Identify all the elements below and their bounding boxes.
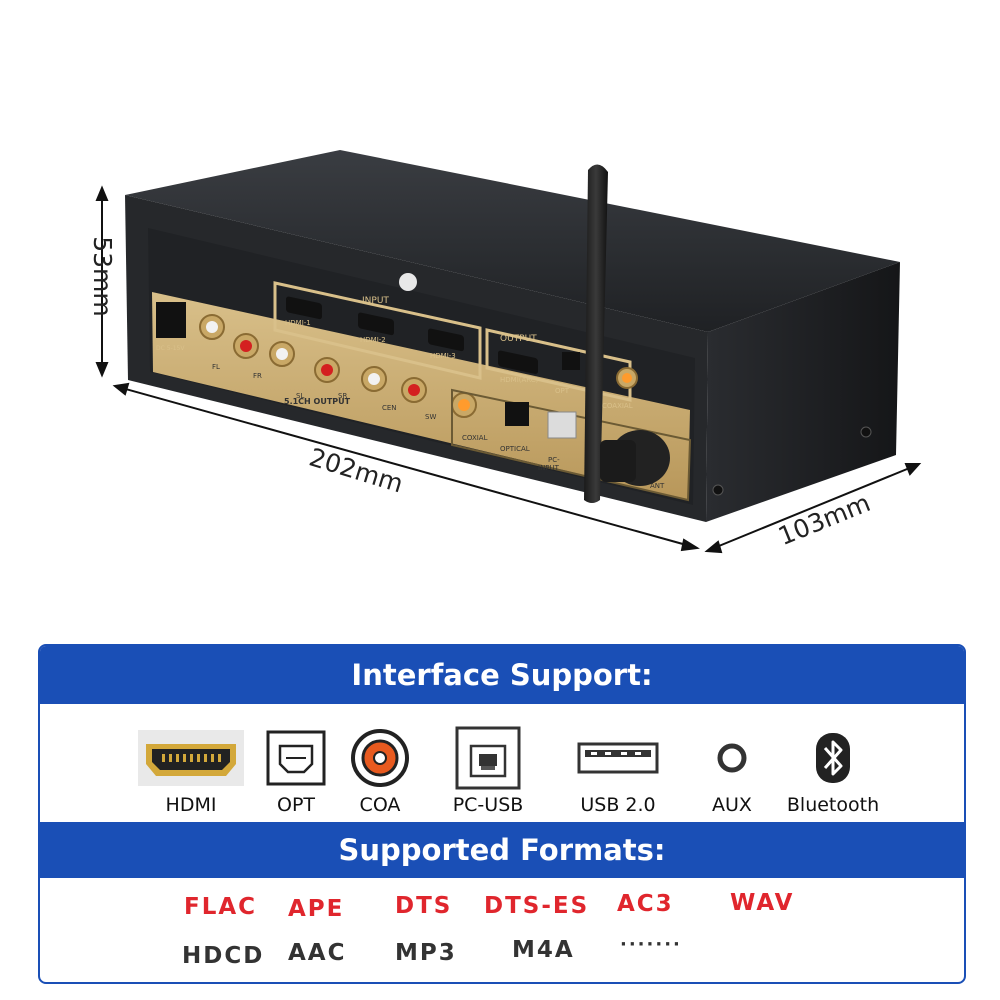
svg-text:ANT: ANT (650, 482, 665, 490)
interface-bluetooth: Bluetooth (776, 704, 890, 822)
svg-text:HDMI(ARC): HDMI(ARC) (500, 376, 539, 384)
svg-text:OPT: OPT (555, 387, 570, 395)
rca-5.1-outputs (199, 314, 638, 418)
svg-text:OUTPUT: OUTPUT (500, 334, 537, 344)
format-mp3: MP3 (395, 940, 457, 966)
decoder-device-illustration: INPUT HDMI-1 HDMI-2 HDMI-3 OUTPUT HDMI(A… (95, 150, 922, 554)
interface-pc-usb: PC-USB (436, 704, 540, 822)
box-top (125, 150, 900, 332)
svg-text:INPUT: INPUT (362, 296, 389, 306)
bluetooth-icon (776, 728, 890, 788)
screw-icon (399, 273, 417, 291)
interface-label: OPT (276, 794, 316, 816)
interface-label: HDMI (165, 794, 217, 816)
svg-text:INPUT: INPUT (538, 464, 560, 472)
interface-coa: COA (344, 704, 416, 822)
interface-hdmi: HDMI (136, 704, 246, 822)
format-aac: AAC (288, 940, 347, 966)
interface-label: COA (359, 794, 401, 816)
svg-text:SW: SW (425, 413, 436, 421)
format-flac: FLAC (184, 894, 258, 920)
hdmi-port-icon (136, 728, 246, 788)
interface-aux: AUX (700, 704, 764, 822)
format-wav: WAV (730, 890, 795, 916)
dc-jack (156, 302, 186, 338)
antenna (584, 164, 670, 503)
supported-formats-title: Supported Formats: (40, 822, 964, 878)
height-dimension-label: 53mm (87, 236, 117, 317)
box-side (706, 262, 900, 522)
optical-port-icon (262, 728, 330, 788)
svg-text:FL: FL (212, 363, 220, 371)
usb-b-port-icon (436, 726, 540, 790)
format-m4a: M4A (512, 937, 575, 963)
svg-text:HDMI-2: HDMI-2 (360, 336, 386, 344)
interface-support-title: Interface Support: (40, 646, 964, 704)
interface-label: USB 2.0 (580, 794, 656, 816)
svg-text:CEN: CEN (382, 404, 397, 412)
interface-opt: OPT (262, 704, 330, 822)
format-dts-es: DTS-ES (484, 893, 590, 919)
usb-a-port-icon (566, 728, 670, 788)
svg-text:COAXIAL: COAXIAL (602, 402, 633, 410)
svg-text:PC-: PC- (548, 456, 560, 464)
format-more-ellipsis: ······· (620, 934, 682, 955)
svg-text:SR: SR (338, 392, 347, 400)
svg-text:HDMI-3: HDMI-3 (430, 352, 456, 360)
svg-text:SL: SL (296, 392, 304, 400)
info-panel: Interface Support: HDMI (38, 644, 966, 984)
svg-text:DC 5-15V: DC 5-15V (156, 345, 185, 352)
product-photo: INPUT HDMI-1 HDMI-2 HDMI-3 OUTPUT HDMI(A… (87, 150, 922, 554)
coaxial-port-icon (344, 728, 416, 788)
dimension-arrows (95, 185, 922, 554)
svg-text:5.1CH OUTPUT: 5.1CH OUTPUT (284, 397, 351, 406)
interface-label: PC-USB (452, 794, 524, 816)
interface-label: Bluetooth (786, 794, 880, 816)
format-hdcd: HDCD (182, 943, 265, 969)
svg-text:COXIAL: COXIAL (462, 434, 488, 442)
format-ape: APE (288, 896, 345, 922)
aux-jack-icon (700, 728, 764, 788)
interface-label: AUX (712, 794, 752, 816)
svg-text:FR: FR (253, 372, 262, 380)
interface-usb20: USB 2.0 (566, 704, 670, 822)
svg-text:HDMI-1: HDMI-1 (285, 319, 311, 327)
format-ac3: AC3 (617, 891, 674, 917)
format-dts: DTS (395, 893, 453, 919)
svg-text:OPTICAL: OPTICAL (500, 445, 530, 453)
